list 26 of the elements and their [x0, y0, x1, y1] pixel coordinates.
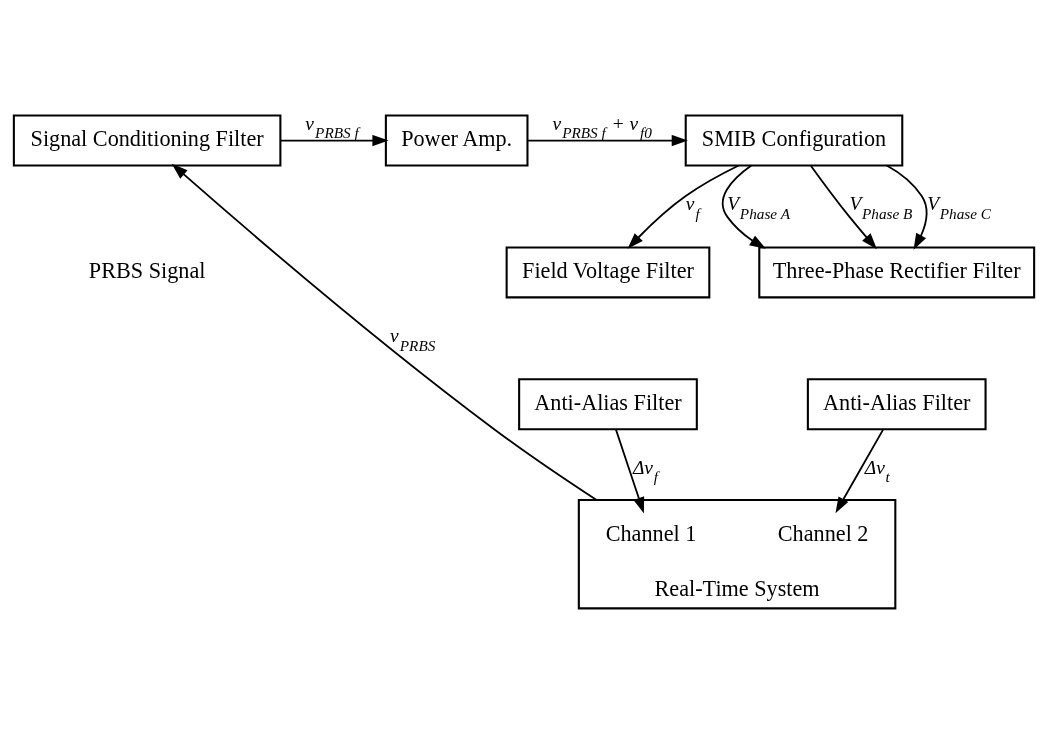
- label: PRBS Signal: [88, 257, 206, 283]
- edge-label: Δv$_{f}$: [632, 456, 659, 485]
- arrow: [721, 164, 766, 249]
- node-text: Channel 1: [605, 520, 697, 546]
- arrow: [627, 164, 740, 249]
- arrow: [279, 134, 389, 146]
- node-box: Field Voltage Filter: [505, 245, 711, 298]
- node-box: Power Amp.: [384, 114, 529, 167]
- arrow: [526, 134, 688, 146]
- arrow: [615, 427, 645, 513]
- edge-label: V$_{Phase B}$: [849, 192, 913, 222]
- node-box: Three-Phase Rectifier Filter: [758, 245, 1036, 298]
- arrow: [835, 427, 885, 513]
- edge-label: Δv$_{t}$: [864, 456, 890, 485]
- node-box: SMIB Configuration: [684, 114, 904, 167]
- node-box: Anti-Alias Filter: [518, 377, 698, 430]
- edge-label: v$_{f}$: [685, 192, 700, 222]
- node-box: Signal Conditioning Filter: [12, 114, 282, 167]
- arrow: [885, 164, 928, 250]
- edge-label: V$_{Phase A}$: [727, 192, 790, 222]
- edge-label: v$_{PRBS}$: [390, 324, 436, 354]
- node-box: Anti-Alias Filter: [806, 377, 987, 430]
- arrow: [171, 163, 598, 501]
- edge-label: V$_{Phase C}$: [927, 192, 992, 222]
- arrow: [810, 164, 877, 249]
- node-text: Channel 2: [777, 520, 869, 546]
